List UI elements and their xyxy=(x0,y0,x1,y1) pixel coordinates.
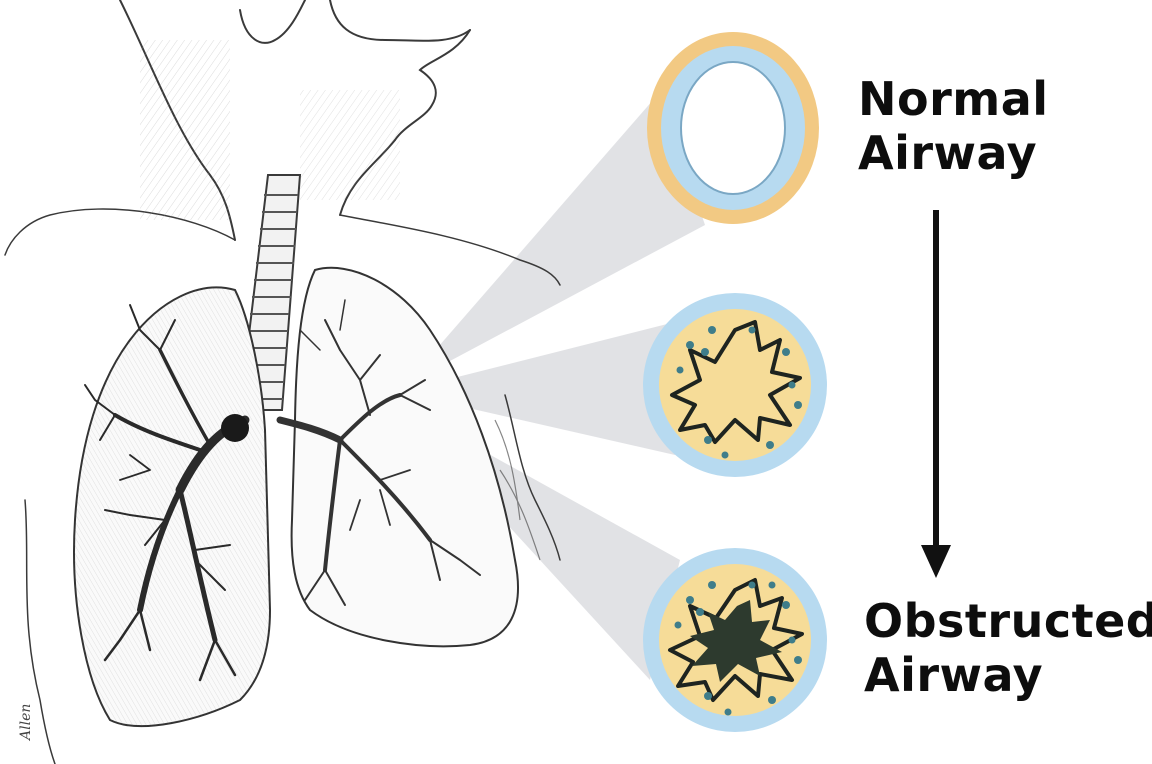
carina-shading xyxy=(221,414,249,442)
obstructed-airway-cross-section xyxy=(643,548,827,732)
normal-airway-label-line1: Normal xyxy=(858,76,1049,122)
normal-airway-label: Normal Airway xyxy=(858,76,1049,184)
obstructed-airway-label-line1: Obstructed xyxy=(864,598,1152,644)
obstructed-airway-label-line2: Airway xyxy=(864,652,1152,698)
neck-shading xyxy=(140,40,230,220)
partially-obstructed-airway-cross-section xyxy=(643,293,827,477)
normal-airway-cross-section xyxy=(647,32,819,224)
obstructed-airway-label: Obstructed Airway xyxy=(864,598,1152,706)
chin-shading xyxy=(300,90,400,200)
normal-airway-label-line2: Airway xyxy=(858,130,1049,176)
artist-signature: Allen xyxy=(18,704,34,742)
progression-arrow xyxy=(921,210,951,578)
